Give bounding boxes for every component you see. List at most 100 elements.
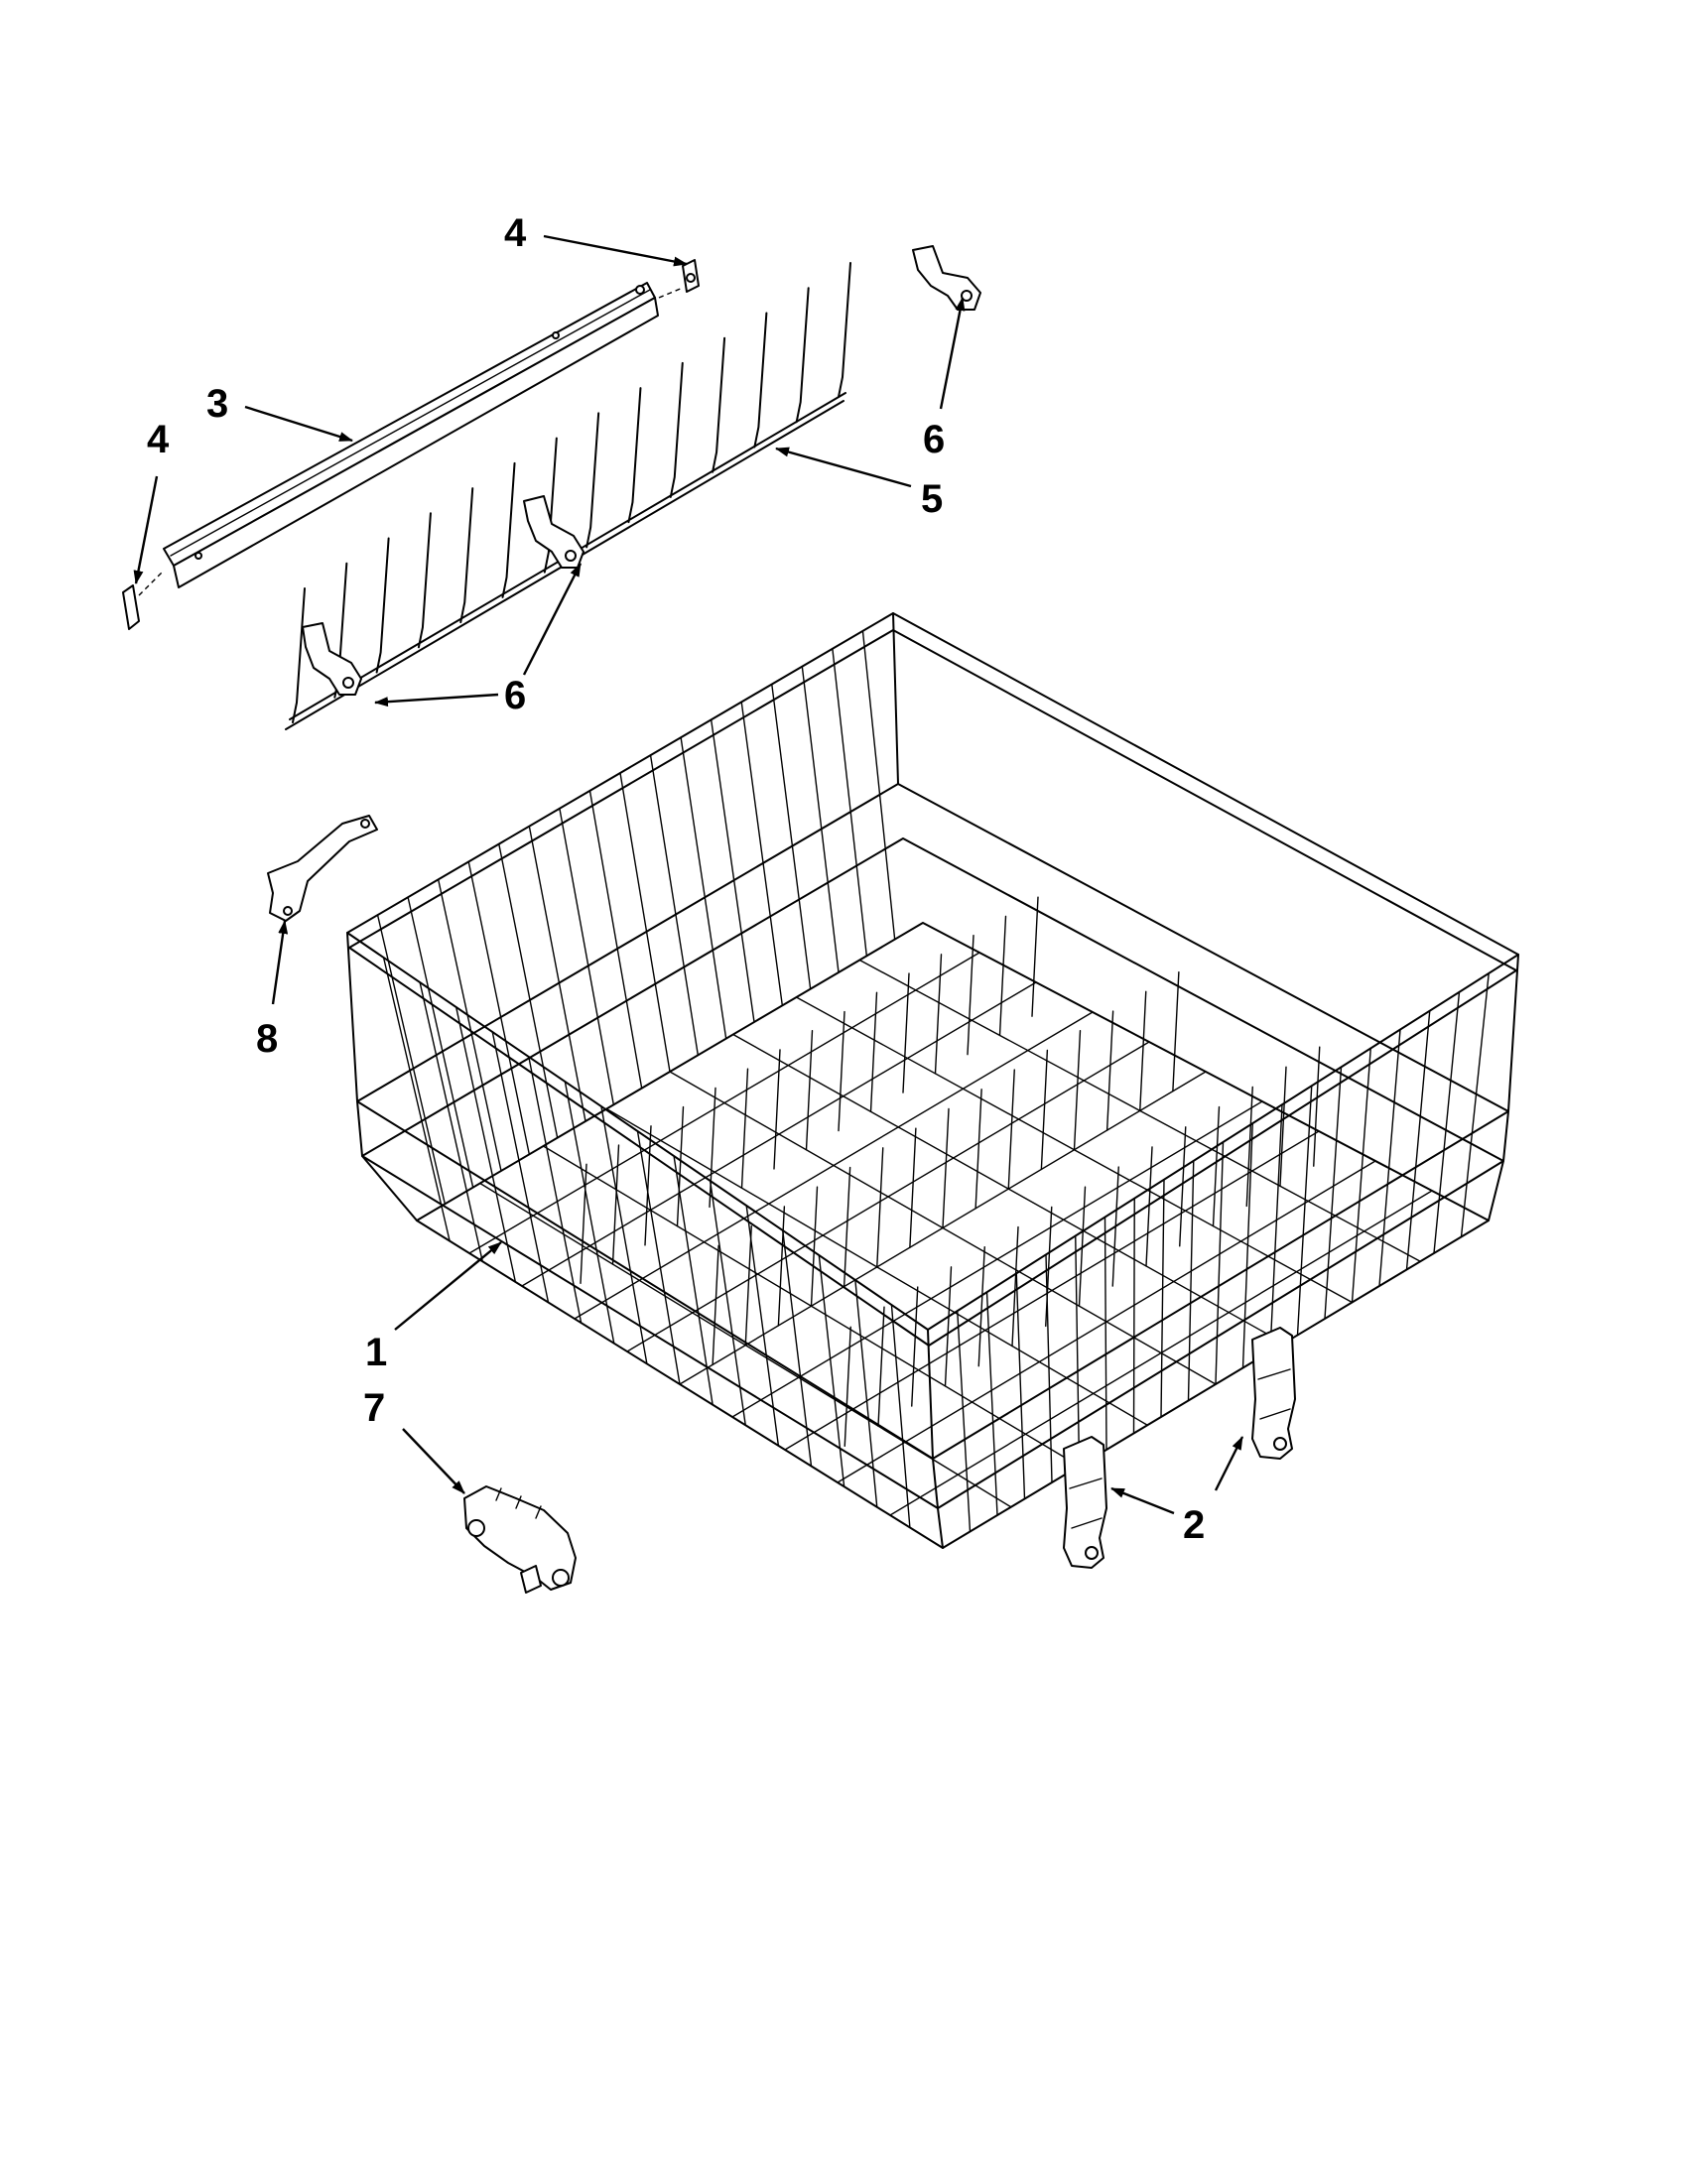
rack-tine [1040, 1049, 1049, 1171]
rack-tine [580, 1163, 587, 1284]
rack-tine [1007, 1069, 1015, 1190]
rack-tine [1145, 1146, 1153, 1267]
rack-tine [934, 954, 943, 1075]
leader-6-top-right [939, 297, 966, 410]
rack-tine [1172, 970, 1180, 1092]
rack-back-wire [376, 914, 447, 1206]
tine [375, 537, 390, 674]
rack-back-wire [437, 878, 502, 1172]
tine [459, 487, 474, 624]
rack-tine [844, 1326, 851, 1448]
rack-side-wire [782, 1229, 813, 1468]
callout-5: 5 [921, 477, 943, 521]
tine [585, 412, 600, 549]
rack-tine [810, 1186, 819, 1307]
rack-tine [712, 1244, 719, 1366]
rack-front-wire [1160, 1179, 1165, 1418]
rack-tine [1011, 1225, 1019, 1348]
rack-tine [942, 1107, 950, 1229]
rack-tine [877, 1306, 885, 1427]
rack-tine [1245, 1086, 1253, 1208]
rack-tine [1031, 896, 1039, 1017]
part-4-end-cap-right [658, 259, 700, 299]
rack-tine [1105, 1010, 1114, 1131]
rack-side-wire [636, 1130, 681, 1385]
rack-side-wire [600, 1105, 648, 1365]
rack-side-wire [564, 1081, 615, 1345]
rack-front-wire [1296, 1085, 1313, 1337]
rack-side-wire [709, 1180, 746, 1426]
rack-front-wire [1187, 1160, 1195, 1402]
callout-4-top: 4 [504, 211, 527, 255]
rack-tine [777, 1206, 786, 1327]
rack-tine [740, 1068, 749, 1189]
rack-front-wire [1351, 1047, 1371, 1304]
part-3-rack-rail [163, 282, 659, 588]
rack-back-wire [467, 860, 531, 1156]
rack-tine [744, 1224, 752, 1347]
rack-back-wire [407, 896, 474, 1189]
leader-lines [133, 234, 1244, 1515]
callout-numbers: 4 3 4 6 5 6 8 1 7 2 [147, 211, 1205, 1547]
rack-back-wire [619, 772, 671, 1073]
rack-tine [1073, 1030, 1082, 1151]
leader-3 [244, 405, 353, 443]
leader-4-top [543, 234, 688, 267]
rack-front-wire [1269, 1103, 1283, 1352]
rack-tine [1111, 1166, 1119, 1287]
rack-back-wire [588, 790, 643, 1090]
tine [669, 361, 684, 498]
rack-tine [1078, 1186, 1087, 1307]
rack-tine [1139, 990, 1147, 1112]
callout-3: 3 [206, 382, 228, 426]
rack-back-wire [801, 665, 840, 973]
rack-front-wire [1132, 1198, 1135, 1435]
leader-2-left [1110, 1486, 1175, 1515]
rack-tine [909, 1127, 917, 1248]
callout-2: 2 [1183, 1503, 1205, 1547]
rack-tine [1045, 1206, 1053, 1328]
leader-6-middle [522, 563, 583, 676]
rack-tine [644, 1125, 652, 1246]
part-7-bracket [463, 1485, 577, 1594]
rack-side-wire [890, 1304, 911, 1529]
part-4-end-cap-left [122, 570, 165, 630]
rack-tine [977, 1246, 985, 1367]
rack-side-wire [745, 1205, 780, 1447]
rack-front-wire [1215, 1141, 1225, 1385]
tine [627, 387, 642, 524]
part-8-lever [267, 815, 378, 922]
tine [712, 336, 726, 473]
rack-side-wire [673, 1155, 714, 1406]
rack-back-wire [559, 808, 615, 1106]
rack-side-wire [382, 957, 451, 1242]
rack-front-wire [985, 1291, 998, 1516]
rack-side-wire [491, 1031, 550, 1304]
rack-back-wire [740, 701, 784, 1007]
rack-front-wire [1075, 1234, 1081, 1468]
rack-tine [773, 1049, 781, 1170]
rack-tine [998, 915, 1007, 1037]
rack-front-wire [1433, 991, 1461, 1254]
callout-6-top-right: 6 [923, 418, 945, 461]
rack-tine [967, 934, 974, 1056]
rack-side-wire [419, 981, 483, 1262]
rack-tine [676, 1105, 685, 1227]
rack-back-wire [861, 630, 896, 941]
rack-side-wire [454, 1006, 517, 1283]
leader-4-left [133, 475, 159, 584]
leader-6-lower [374, 693, 499, 707]
callout-1: 1 [365, 1331, 387, 1374]
tine [795, 287, 810, 424]
rack-side-wire [528, 1056, 583, 1324]
rack-back-wire [771, 683, 812, 990]
rack-tine [611, 1144, 620, 1265]
part-2-adjuster-left [1063, 1436, 1107, 1569]
rack-back-wire [528, 825, 586, 1122]
rack-tine [1279, 1066, 1287, 1188]
rack-back-wire [498, 842, 559, 1139]
part-2-adjuster-right [1251, 1327, 1296, 1460]
rack-back-wire [710, 718, 755, 1023]
callout-8: 8 [256, 1017, 278, 1061]
rack-tine [1179, 1126, 1187, 1247]
